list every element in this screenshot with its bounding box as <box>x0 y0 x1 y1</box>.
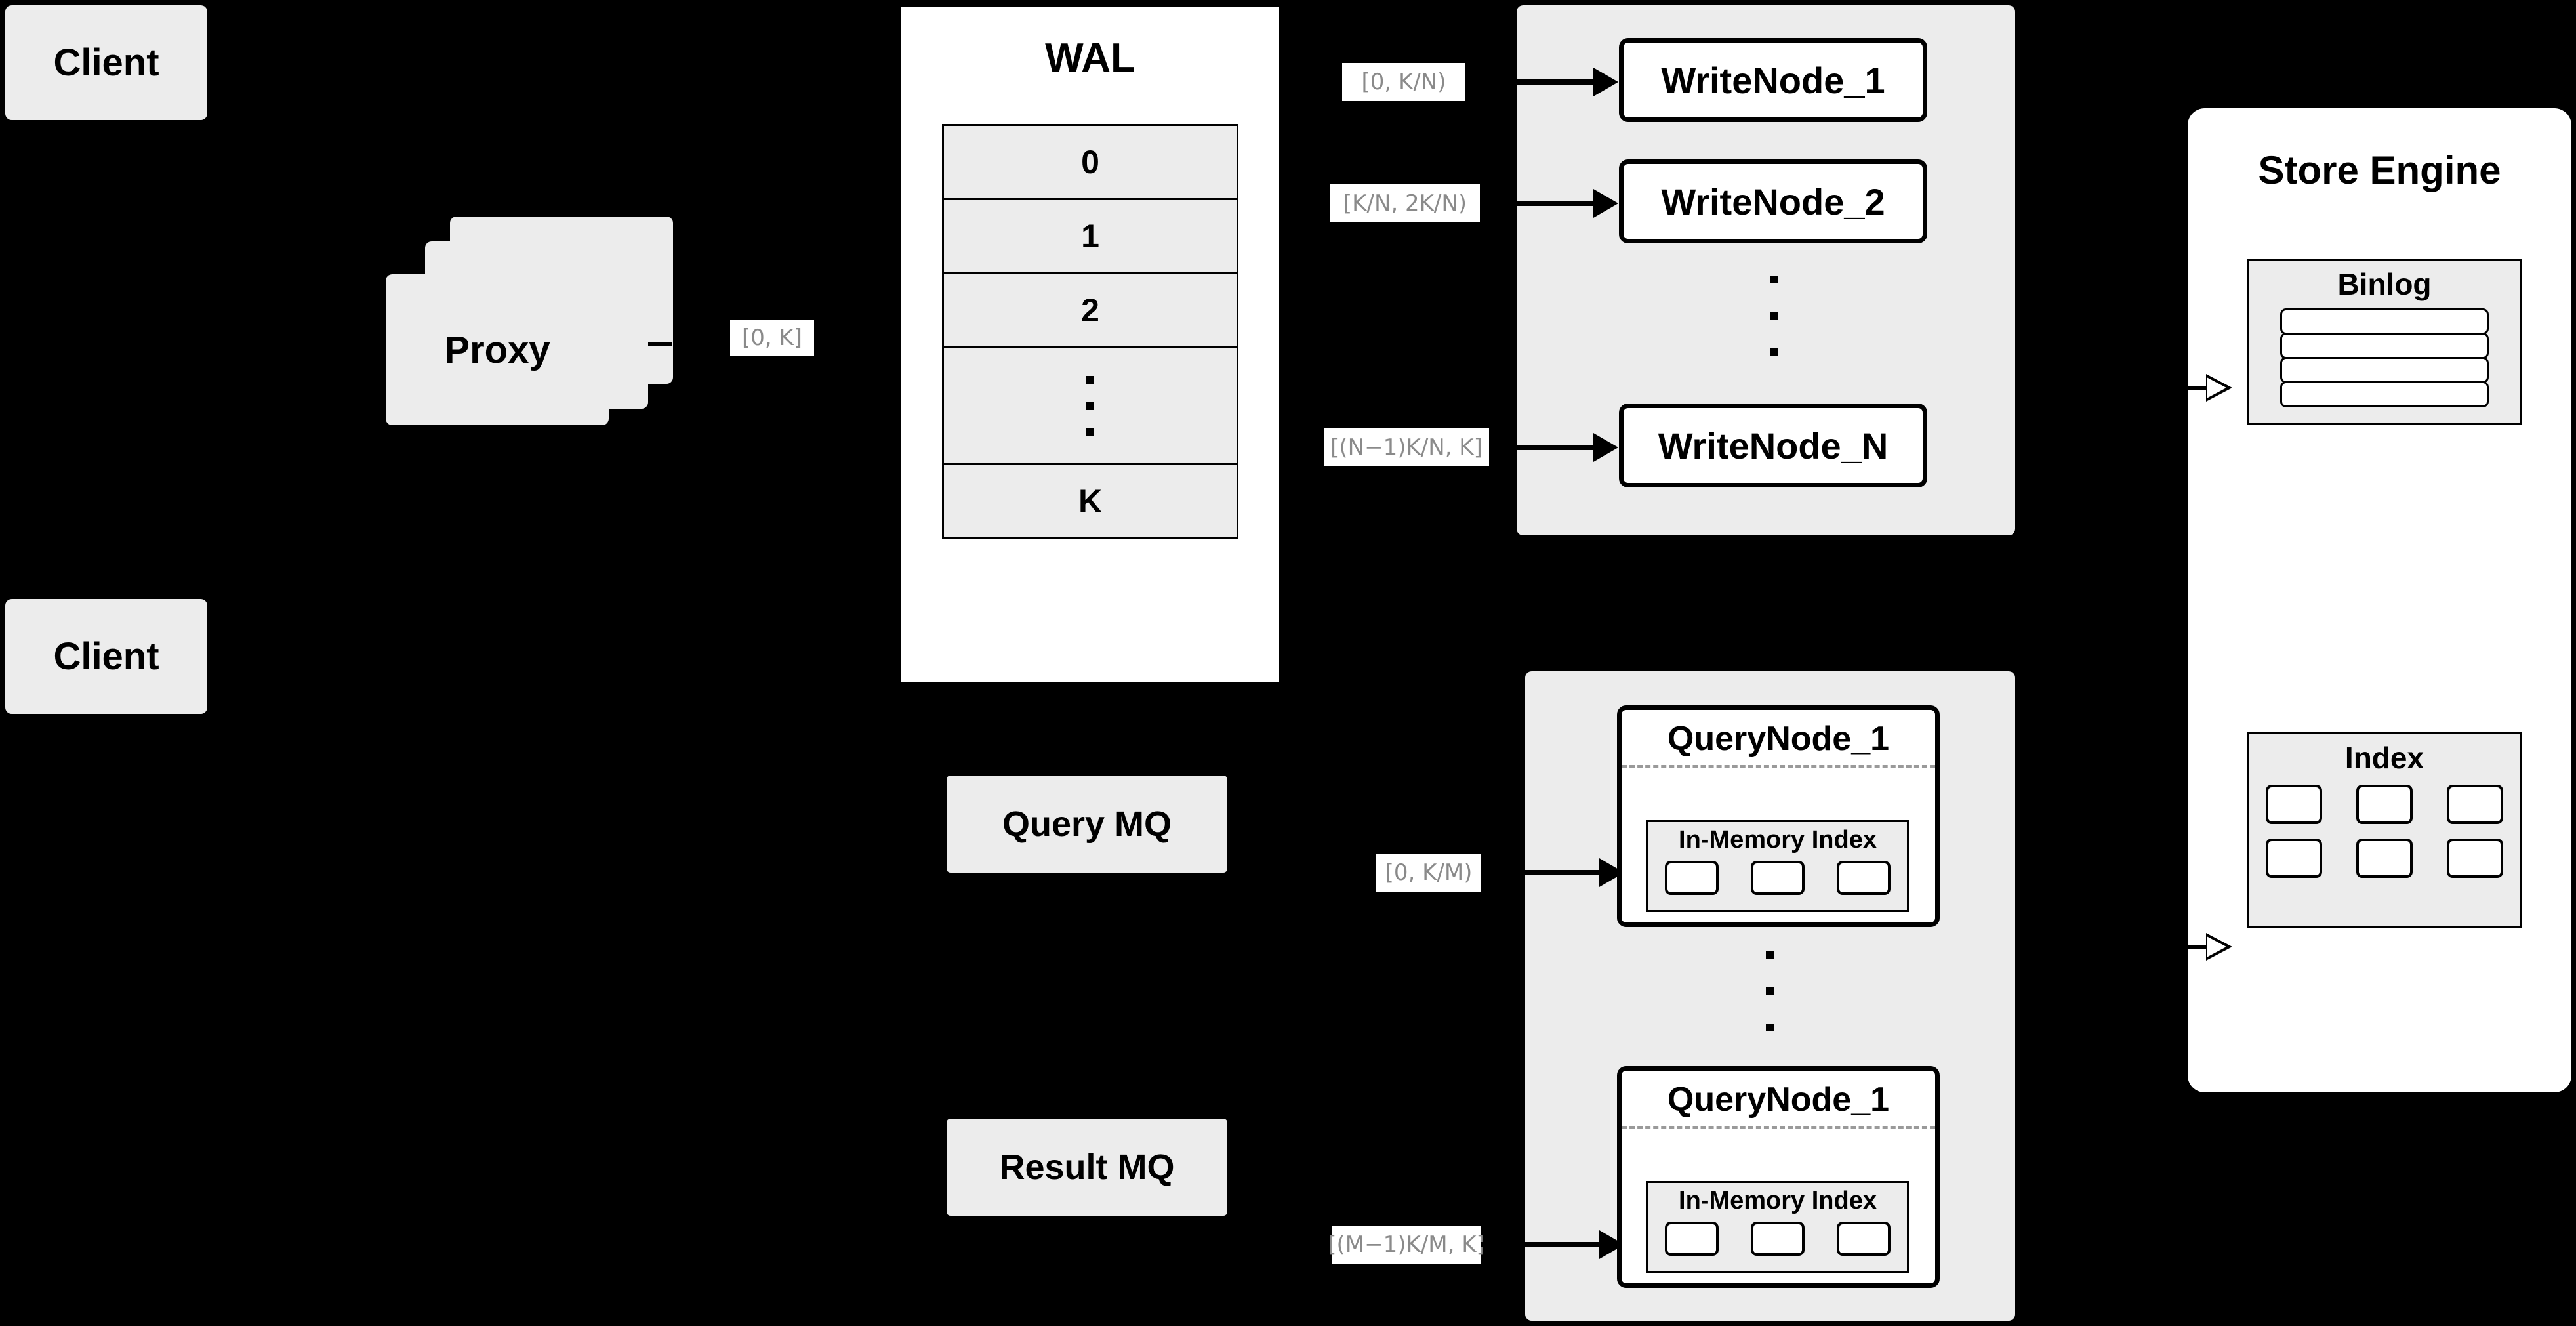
write-node-n-label: WriteNode_N <box>1658 425 1889 466</box>
edge-label-to-querynode-first: [0, K/M) <box>1376 854 1481 892</box>
wal-row[interactable]: 1 <box>942 198 1238 272</box>
store-engine-title: Store Engine <box>2258 148 2501 192</box>
index-slot[interactable] <box>1837 861 1891 895</box>
write-node-vertical-ellipsis-icon <box>1769 276 1778 356</box>
wal-row[interactable]: 0 <box>942 124 1238 198</box>
write-node-2[interactable]: WriteNode_2 <box>1619 159 1927 243</box>
query-node-1-label: QueryNode_1 <box>1667 720 1890 758</box>
arrow-head-to-writenode-1 <box>1593 68 1618 96</box>
arrow-line-to-writenode-n <box>1489 445 1593 450</box>
binlog-title: Binlog <box>2337 267 2432 301</box>
store-index-slot[interactable] <box>2266 785 2322 824</box>
query-mq-node[interactable]: Query MQ <box>947 776 1227 873</box>
client-node-2[interactable]: Client <box>5 599 207 714</box>
query-node-1-in-memory-index-title: In-Memory Index <box>1679 826 1877 854</box>
store-index-panel: Index <box>2247 732 2522 928</box>
wal-title: WAL <box>1045 35 1135 81</box>
write-node-2-label: WriteNode_2 <box>1661 180 1885 222</box>
index-slot[interactable] <box>1664 1222 1719 1256</box>
index-slot[interactable] <box>1750 861 1805 895</box>
arrow-line-to-writenode-1 <box>1469 79 1593 85</box>
arrow-line-to-binlog <box>2188 386 2220 390</box>
query-node-2-in-memory-index-title: In-Memory Index <box>1679 1187 1877 1214</box>
store-index-slot[interactable] <box>2356 839 2413 878</box>
query-node-1-divider <box>1622 765 1935 768</box>
edge-label-to-querynode-last: [(M−1)K/M, K] <box>1328 1226 1485 1264</box>
query-node-1-in-memory-index: In-Memory Index <box>1646 820 1909 912</box>
arrow-line-to-store-index <box>2188 945 2220 949</box>
client-node-1[interactable]: Client <box>5 5 207 120</box>
write-node-1-label: WriteNode_1 <box>1661 59 1885 101</box>
client-node-1-label: Client <box>53 41 159 84</box>
binlog-bar[interactable] <box>2280 381 2489 407</box>
query-node-2[interactable]: QueryNode_1 In-Memory Index <box>1617 1066 1940 1288</box>
store-engine-panel: Store Engine Binlog Index <box>2188 108 2571 1092</box>
edge-label-wal-to-writenode-2: [K/N, 2K/N) <box>1330 184 1480 222</box>
proxy-to-wal-connector <box>648 342 672 346</box>
store-index-slot[interactable] <box>2266 839 2322 878</box>
query-node-2-in-memory-index: In-Memory Index <box>1646 1181 1909 1273</box>
arrow-line-to-writenode-2 <box>1480 201 1593 206</box>
wal-row[interactable]: K <box>942 463 1238 539</box>
write-node-n[interactable]: WriteNode_N <box>1619 404 1927 487</box>
arrow-head-to-writenode-n <box>1593 433 1618 462</box>
write-node-1[interactable]: WriteNode_1 <box>1619 38 1927 122</box>
index-slot[interactable] <box>1837 1222 1891 1256</box>
wal-vertical-ellipsis-icon <box>1086 375 1094 436</box>
result-mq-node[interactable]: Result MQ <box>947 1119 1227 1216</box>
proxy-node[interactable]: Proxy <box>386 274 609 425</box>
wal-entry-table: 0 1 2 K <box>942 124 1238 539</box>
binlog-bar[interactable] <box>2280 333 2489 359</box>
store-index-slot[interactable] <box>2447 785 2503 824</box>
store-index-title: Index <box>2344 741 2424 775</box>
client-node-2-label: Client <box>53 635 159 678</box>
binlog-bar[interactable] <box>2280 357 2489 383</box>
binlog-panel: Binlog <box>2247 259 2522 425</box>
store-index-slot[interactable] <box>2356 785 2413 824</box>
result-mq-label: Result MQ <box>999 1148 1175 1187</box>
index-slot[interactable] <box>1664 861 1719 895</box>
edge-label-wal-to-writenode-1: [0, K/N) <box>1342 63 1465 101</box>
edge-label-wal-to-writenode-n: [(N−1)K/N, K] <box>1324 428 1489 466</box>
binlog-bar[interactable] <box>2280 308 2489 335</box>
query-mq-label: Query MQ <box>1002 804 1172 844</box>
query-node-2-label: QueryNode_1 <box>1667 1081 1890 1119</box>
query-node-2-divider <box>1622 1126 1935 1129</box>
wal-row[interactable]: 2 <box>942 272 1238 346</box>
index-slot[interactable] <box>1750 1222 1805 1256</box>
arrow-head-to-store-index-inner <box>2207 936 2226 957</box>
wal-panel: WAL 0 1 2 K <box>897 3 1283 686</box>
arrow-head-to-writenode-2 <box>1593 189 1618 218</box>
wal-row-ellipsis <box>942 346 1238 463</box>
query-node-1[interactable]: QueryNode_1 In-Memory Index <box>1617 705 1940 927</box>
arrow-line-to-querynode-last <box>1481 1242 1599 1247</box>
store-index-slot[interactable] <box>2447 839 2503 878</box>
edge-label-proxy-to-wal: [0, K] <box>730 320 814 356</box>
proxy-node-label: Proxy <box>444 328 550 371</box>
arrow-head-to-binlog-inner <box>2207 377 2226 398</box>
arrow-line-to-querynode-first <box>1481 870 1599 875</box>
query-node-vertical-ellipsis-icon <box>1765 951 1774 1031</box>
